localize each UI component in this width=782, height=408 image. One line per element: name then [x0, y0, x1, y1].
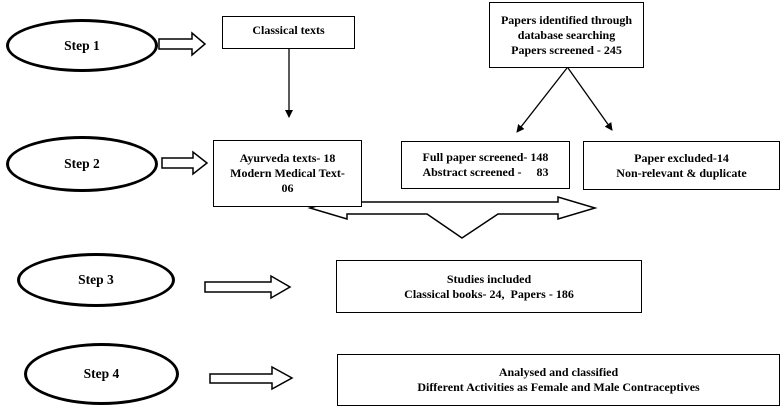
step-2-ellipse: Step 2 — [6, 136, 158, 192]
step-2-label: Step 2 — [64, 156, 100, 171]
classical-texts-line-1: Classical texts — [252, 23, 325, 37]
paper-excluded-line-2: Non-relevant & duplicate — [616, 165, 747, 180]
paper-excluded-box: Paper excluded-14 Non-relevant & duplica… — [583, 141, 780, 190]
ayurveda-texts-line-2: Modern Medical Text- — [230, 166, 345, 180]
step-1-label: Step 1 — [64, 37, 100, 53]
full-paper-box: Full paper screened- 148 Abstract screen… — [401, 141, 570, 189]
paper-excluded-line-1: Paper excluded-14 — [634, 150, 729, 165]
ayurveda-texts-box: Ayurveda texts- 18 Modern Medical Text- … — [213, 140, 362, 207]
database-search-box: Papers identified through database searc… — [489, 2, 644, 68]
analysed-line-2: Different Activities as Female and Male … — [417, 380, 700, 394]
studies-included-box: Studies included Classical books- 24, Pa… — [336, 260, 642, 313]
step4-block-arrow — [209, 365, 294, 391]
database-to-excluded-arrow — [567, 67, 613, 131]
step-4-ellipse: Step 4 — [24, 343, 179, 405]
step2-block-arrow — [161, 150, 209, 176]
step-3-ellipse: Step 3 — [17, 253, 175, 307]
step3-block-arrow — [204, 274, 292, 300]
ayurveda-texts-line-1: Ayurveda texts- 18 — [239, 151, 336, 165]
database-search-line-2: database searching — [517, 27, 616, 42]
step1-block-arrow — [158, 31, 207, 57]
step-4-label: Step 4 — [83, 366, 120, 381]
full-paper-line-1: Full paper screened- 148 — [422, 150, 549, 164]
merge-block-arrow — [307, 195, 598, 239]
studies-included-line-1: Studies included — [446, 271, 532, 286]
studies-included-line-2: Classical books- 24, Papers - 186 — [404, 286, 574, 301]
classical-texts-box: Classical texts — [222, 16, 355, 49]
step-3-label: Step 3 — [78, 272, 114, 287]
analysed-box: Analysed and classified Different Activi… — [337, 354, 780, 406]
database-search-line-3: Papers screened - 245 — [511, 42, 622, 57]
analysed-line-1: Analysed and classified — [498, 365, 619, 379]
database-search-line-1: Papers identified through — [500, 12, 633, 27]
step-1-ellipse: Step 1 — [6, 19, 158, 72]
database-to-fullpaper-arrow — [516, 67, 568, 133]
full-paper-line-2: Abstract screened - 83 — [422, 165, 549, 179]
ayurveda-texts-line-3: 06 — [281, 181, 294, 195]
